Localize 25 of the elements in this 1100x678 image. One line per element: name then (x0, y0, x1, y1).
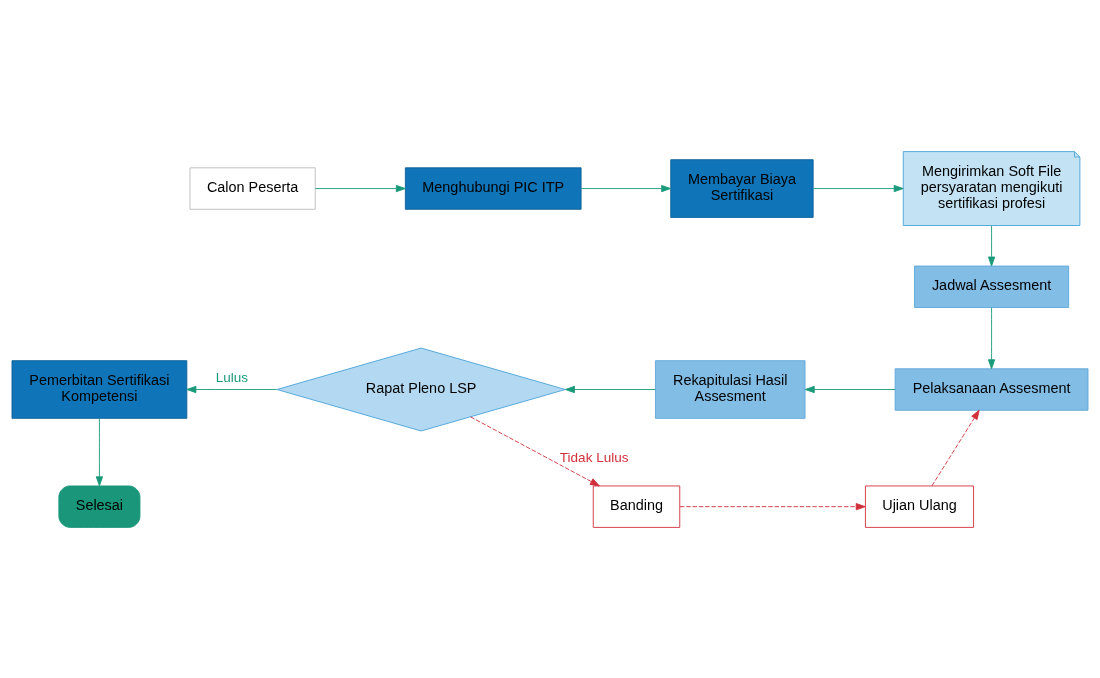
arrow (564, 385, 656, 393)
node-box: Pelaksanaan Assesment (894, 367, 1089, 411)
node-diamond: Rapat Pleno LSP (276, 347, 566, 431)
arrow (804, 385, 896, 393)
arrow (95, 417, 103, 486)
edge-label: Tidak Lulus (559, 449, 629, 465)
arrow (987, 224, 996, 266)
arrow (580, 184, 672, 192)
node-box: Menghubungi PIC ITP (404, 166, 582, 210)
node-box: Ujian Ulang (864, 485, 974, 528)
node-box: Pemerbitan Sertifikasi Kompetensi (11, 359, 188, 419)
arrow (987, 306, 996, 369)
arrow (679, 502, 866, 510)
node-box: Jadwal Assesment (914, 265, 1070, 308)
node-box: Calon Peserta (189, 166, 316, 210)
arrow (931, 409, 980, 486)
arrow (812, 184, 904, 192)
arrow (314, 184, 406, 192)
arrow (470, 415, 600, 486)
node-box: Banding (592, 485, 681, 528)
node-box: Membayar Biaya Sertifikasi (670, 158, 814, 218)
node-box: Rekapitulasi Hasil Assesment (655, 359, 806, 419)
arrow (186, 385, 278, 393)
edge-label: Lulus (215, 369, 249, 385)
node-box: Selesai (58, 485, 141, 528)
